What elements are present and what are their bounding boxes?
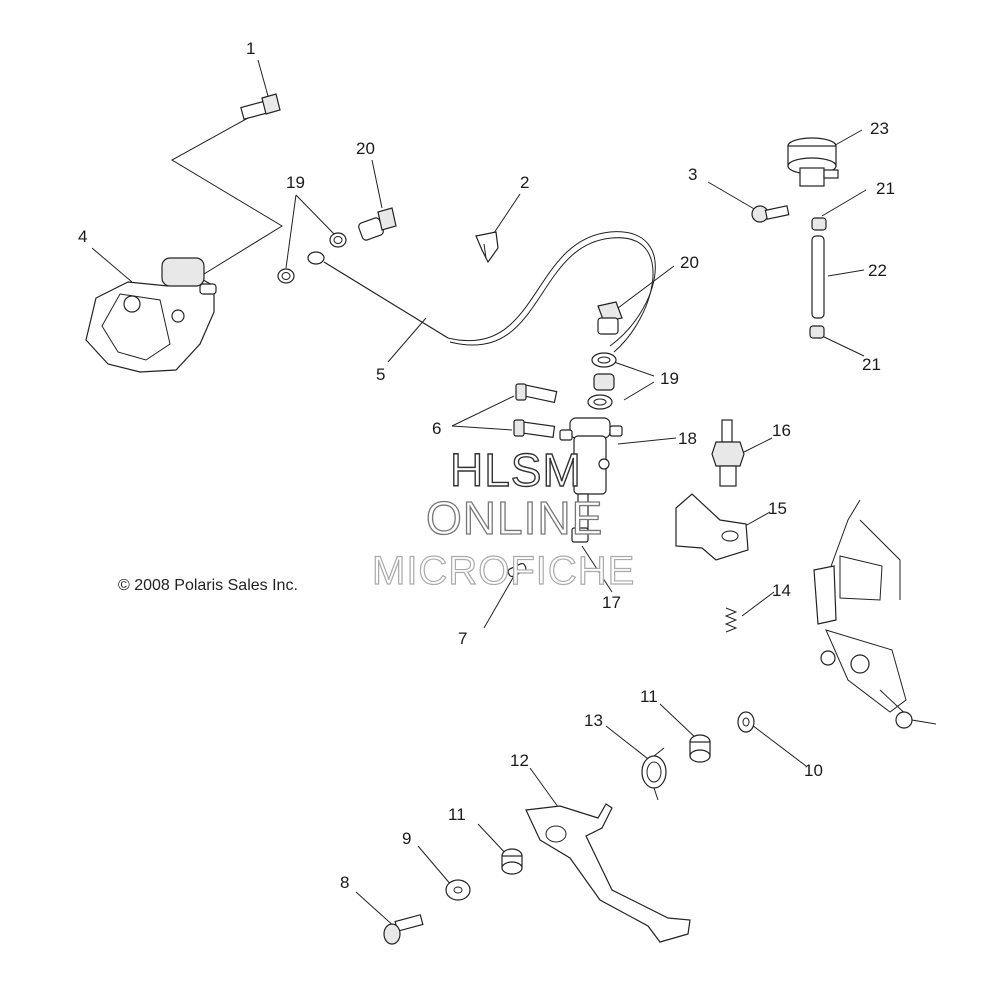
callout-5: 5 — [376, 365, 385, 384]
part-1-bolt — [240, 93, 281, 120]
watermark-line-1: HLSM — [450, 444, 582, 496]
callout-4: 4 — [78, 227, 87, 246]
part-3-screw — [751, 205, 790, 223]
part-2-clip — [475, 231, 499, 264]
callout-10: 10 — [804, 761, 823, 780]
part-11-bushing — [689, 734, 711, 763]
callout-19: 19 — [660, 369, 679, 388]
part-21-clamps — [809, 217, 827, 339]
callout-13: 13 — [584, 711, 603, 730]
callout-21: 21 — [862, 355, 881, 374]
callout-11: 11 — [448, 805, 466, 824]
callout-8: 8 — [340, 873, 349, 892]
part-15-bracket — [675, 493, 749, 561]
callout-7: 7 — [458, 629, 467, 648]
callout-3: 3 — [688, 165, 697, 184]
callout-19: 19 — [286, 173, 305, 192]
part-20-banjo-bolt — [358, 207, 397, 241]
watermark: HLSM ONLINE MICROFICHE — [371, 443, 635, 593]
callout-9: 9 — [402, 829, 411, 848]
callout-12: 12 — [510, 751, 529, 770]
part-4-caliper — [85, 257, 217, 373]
callout-16: 16 — [772, 421, 791, 440]
part-20-banjo-bolt-lower — [597, 301, 623, 335]
part-12-brake-pedal — [525, 803, 691, 943]
callout-21: 21 — [876, 179, 895, 198]
part-8-bolt — [383, 914, 424, 945]
part-5-brake-line — [307, 231, 656, 353]
part-6-bolts — [513, 383, 558, 438]
callout-1: 1 — [246, 39, 255, 58]
callout-22: 22 — [868, 261, 887, 280]
callout-11: 11 — [640, 687, 658, 706]
part-19-washers — [277, 232, 347, 284]
part-10-washer — [737, 711, 755, 733]
callout-18: 18 — [678, 429, 697, 448]
part-18-master-cylinder — [559, 417, 623, 543]
part-22-hose — [811, 235, 825, 319]
leader-lines — [91, 59, 867, 929]
part-14-spring — [724, 607, 738, 633]
part-13-spring — [641, 747, 667, 801]
watermark-line-3: MICROFICHE — [372, 549, 635, 593]
part-16-switch — [711, 419, 745, 487]
callout-17: 17 — [602, 593, 621, 612]
part-19-washers-lower — [587, 352, 617, 410]
part-23-reservoir — [787, 137, 839, 187]
callout-20: 20 — [356, 139, 375, 158]
callout-labels: 1 20 19 2 3 23 21 22 21 4 20 19 5 6 18 1… — [78, 39, 895, 892]
frame-section — [813, 499, 937, 729]
callout-2: 2 — [520, 173, 529, 192]
part-7-pin — [507, 562, 527, 578]
callout-15: 15 — [768, 499, 787, 518]
callout-14: 14 — [772, 581, 791, 600]
callout-23: 23 — [870, 119, 889, 138]
part-11-bushing-lower — [501, 848, 523, 875]
callout-6: 6 — [432, 419, 441, 438]
copyright-text: © 2008 Polaris Sales Inc. — [118, 577, 298, 594]
callout-20: 20 — [680, 253, 699, 272]
part-9-washer — [445, 879, 471, 901]
watermark-line-2: ONLINE — [426, 492, 603, 544]
